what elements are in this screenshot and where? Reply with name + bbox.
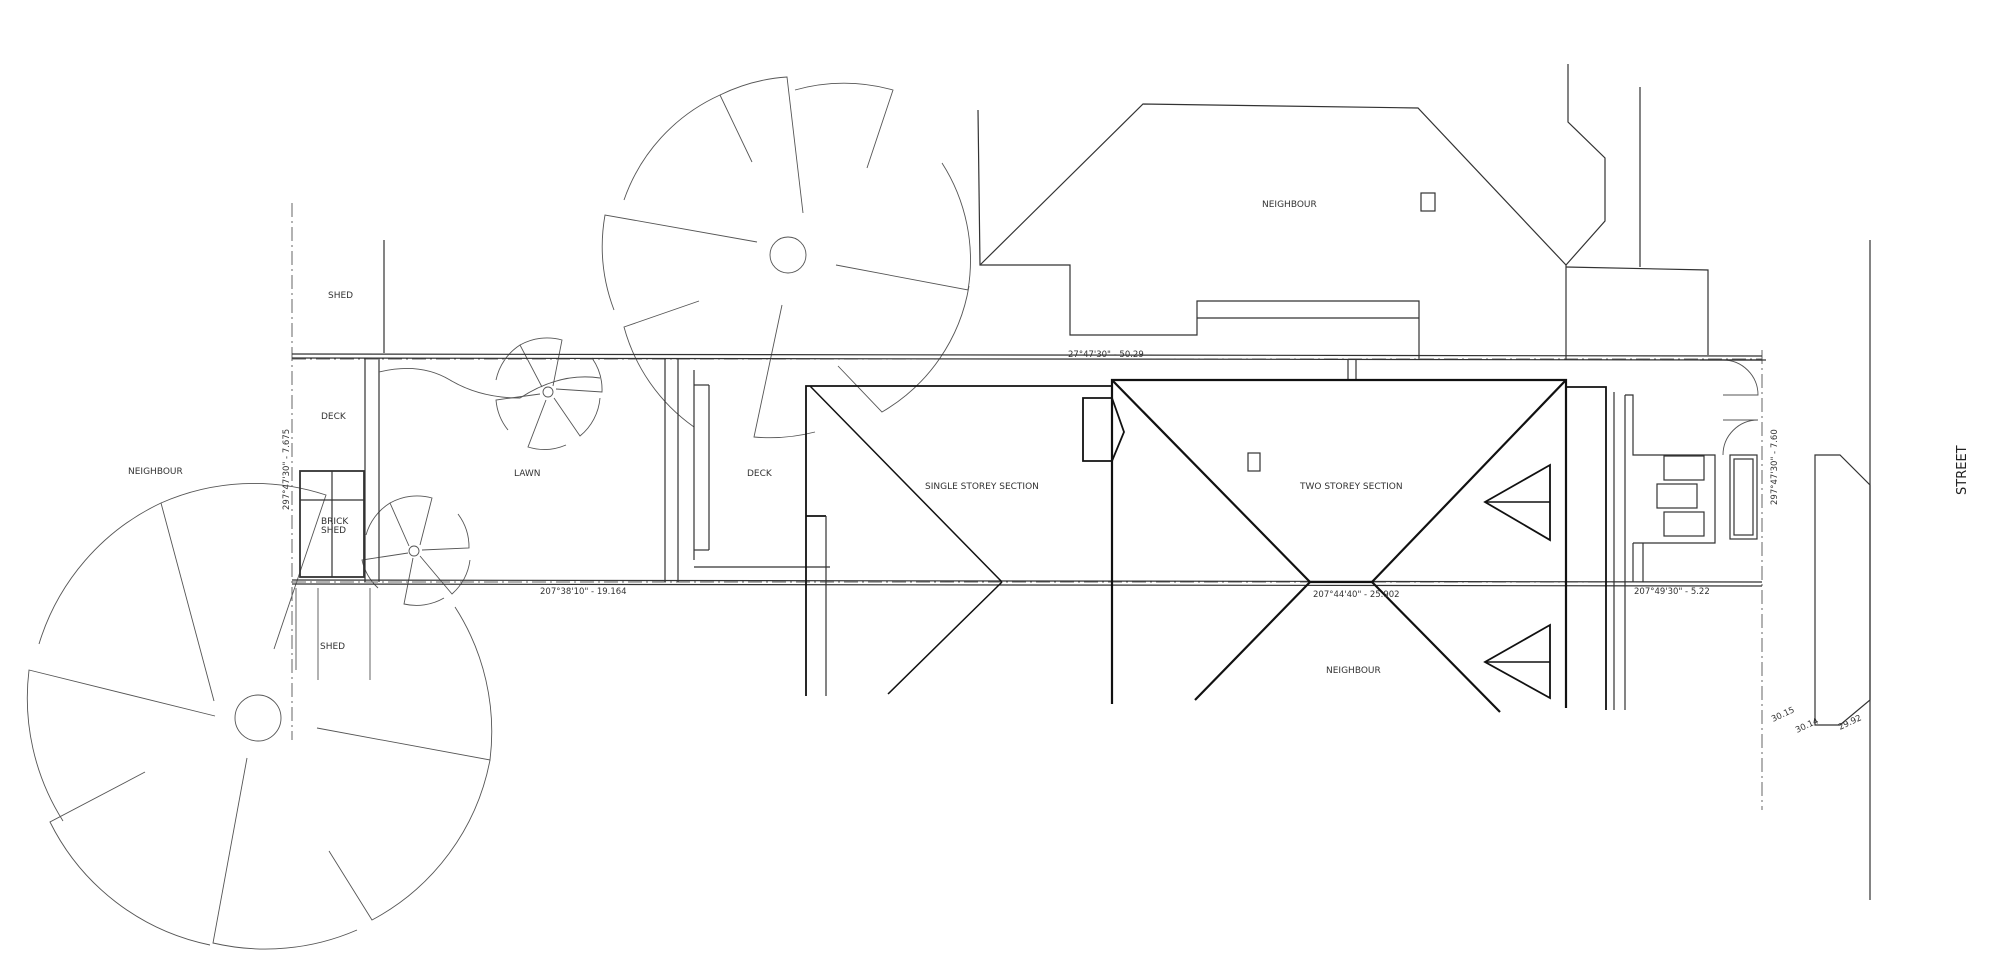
tree-bottom-left-large (26, 482, 493, 950)
tree-lawn-small (495, 337, 603, 450)
level-1: 30.15 (1770, 705, 1796, 724)
two-storey-section (1110, 378, 1626, 713)
front-entry (1625, 359, 1766, 582)
single-storey-section (805, 385, 1113, 696)
dim-top-boundary: 27°47'30" - 50.29 (1068, 350, 1144, 360)
label-shed-top: SHED (328, 291, 353, 301)
label-street: STREET (1955, 445, 1970, 495)
label-neighbour-bottom: NEIGHBOUR (1326, 666, 1381, 676)
neighbour-top-building (383, 64, 1709, 380)
property-boundary (291, 203, 1763, 810)
dim-right-side: 297°47'30" - 7.60 (1770, 429, 1780, 505)
fence-lines (291, 353, 1763, 587)
label-shed-bottom: SHED (320, 642, 345, 652)
label-brick-shed-2: SHED (321, 526, 346, 536)
rear-yard-structures (295, 358, 830, 680)
tree-shed-small (361, 495, 471, 606)
tree-top-large (601, 76, 971, 439)
label-neighbour-top: NEIGHBOUR (1262, 200, 1317, 210)
dim-bottom-mid: 207°44'40" - 25.902 (1313, 590, 1400, 600)
dim-left-side: 297°47'30" - 7.675 (282, 429, 292, 510)
label-two-storey: TWO STOREY SECTION (1299, 482, 1403, 492)
label-single-storey: SINGLE STOREY SECTION (925, 482, 1039, 492)
label-deck-mid: DECK (747, 469, 773, 479)
dim-bottom-right: 207°49'30" - 5.22 (1634, 587, 1710, 597)
dim-bottom-left: 207°38'10" - 19.164 (540, 587, 627, 597)
street-verge (1814, 240, 1871, 900)
label-neighbour-left: NEIGHBOUR (128, 467, 183, 477)
label-brick-shed-1: BRICK (321, 517, 349, 527)
label-deck-left: DECK (321, 412, 347, 422)
label-lawn: LAWN (514, 469, 541, 479)
level-2: 30.14 (1794, 716, 1820, 735)
